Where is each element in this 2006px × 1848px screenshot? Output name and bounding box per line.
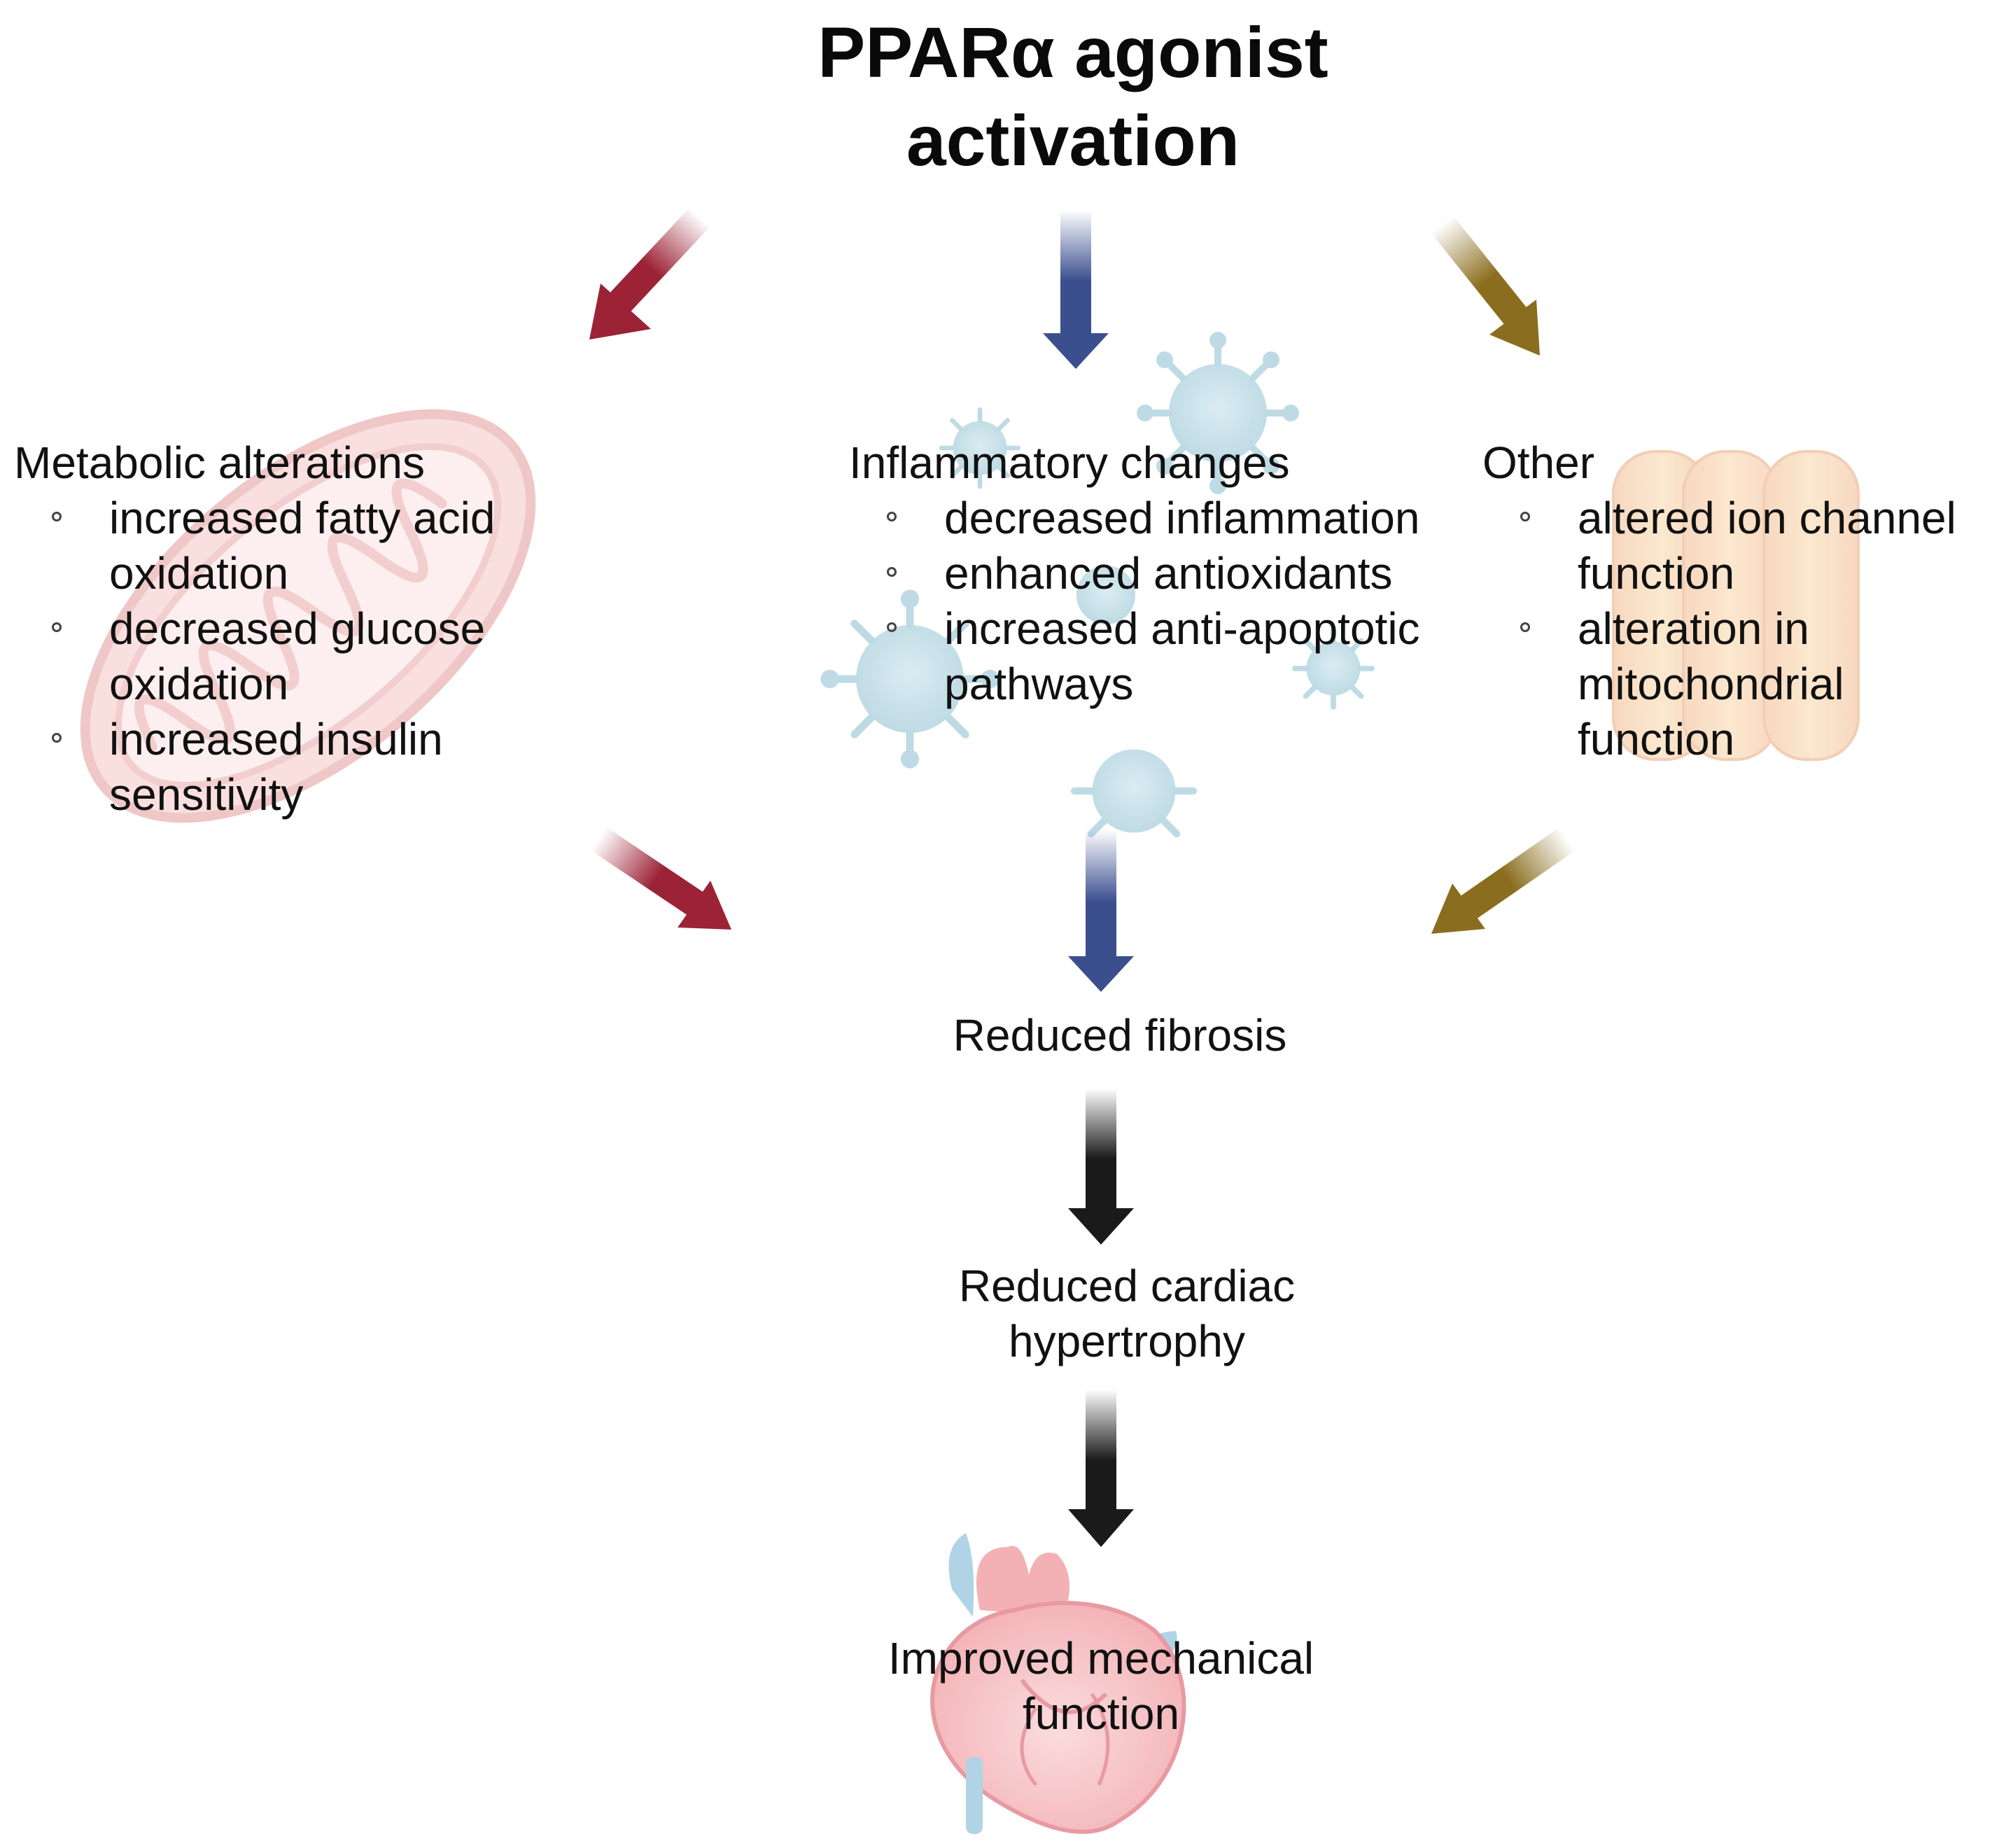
arrow-to-metabolic	[589, 207, 710, 340]
branch-inflammatory: Inflammatory changes decreased inflammat…	[849, 435, 1479, 712]
outcome-label-line-2: function	[1022, 1688, 1180, 1739]
bullet-icon	[887, 567, 897, 577]
list-item-text: decreased glucose oxidation	[109, 603, 486, 709]
outcome-improved-function: Improved mechanical function	[821, 1631, 1381, 1742]
bullet-icon	[52, 512, 62, 522]
list-item-text: increased insulin sensitivity	[109, 714, 443, 820]
arrow-inflammatory-to-fibrosis	[1068, 830, 1134, 992]
branch-heading: Metabolic alterations	[14, 438, 425, 488]
arrow-other-to-fibrosis	[1431, 827, 1576, 934]
list-item: enhanced antioxidants	[849, 546, 1479, 601]
list-item: decreased inflammation	[849, 491, 1479, 546]
branch-list: decreased inflammation enhanced antioxid…	[849, 491, 1479, 712]
list-item: alteration in mitochondrial function	[1482, 601, 2000, 767]
arrow-metabolic-to-fibrosis	[590, 827, 731, 930]
list-item: increased fatty acid oxidation	[14, 491, 644, 601]
outcome-label: Reduced fibrosis	[953, 1010, 1287, 1060]
title-line-2: activation	[906, 101, 1240, 181]
list-item: decreased glucose oxidation	[14, 601, 644, 712]
outcome-label-line-1: Reduced cardiac	[958, 1261, 1296, 1311]
arrow-to-other	[1431, 215, 1540, 356]
ion-channel-icon	[1612, 450, 1860, 761]
bullet-icon	[887, 512, 897, 522]
bullet-icon	[1520, 622, 1530, 632]
list-item: altered ion channel function	[1482, 491, 2000, 601]
outcome-reduced-fibrosis: Reduced fibrosis	[840, 1008, 1400, 1063]
list-item-text: increased anti-apoptotic pathways	[944, 603, 1420, 709]
outcome-reduced-hypertrophy: Reduced cardiac hypertrophy	[847, 1259, 1407, 1369]
list-item-text: enhanced antioxidants	[944, 548, 1393, 598]
branch-heading: Other	[1482, 438, 1595, 488]
bullet-icon	[52, 622, 62, 632]
heart-icon	[930, 1533, 1186, 1834]
arrow-hypertrophy-to-function	[1068, 1390, 1134, 1547]
outcome-label-line-1: Improved mechanical	[888, 1633, 1314, 1684]
arrow-fibrosis-to-hypertrophy	[1068, 1088, 1134, 1245]
list-item-text: decreased inflammation	[944, 493, 1420, 543]
bullet-icon	[52, 733, 62, 743]
branch-other: Other altered ion channel function alter…	[1482, 435, 2000, 767]
branch-metabolic: Metabolic alterations increased fatty ac…	[14, 435, 644, 822]
mitochondrion-icon	[80, 409, 536, 823]
branch-list: increased fatty acid oxidation decreased…	[14, 491, 644, 822]
branch-list: altered ion channel function alteration …	[1482, 491, 2000, 767]
title-line-1: PPARα agonist	[818, 13, 1328, 92]
branch-heading: Inflammatory changes	[849, 438, 1290, 488]
list-item-text: alteration in mitochondrial function	[1578, 603, 1844, 764]
arrow-to-inflammatory	[1043, 210, 1109, 369]
list-item-text: increased fatty acid oxidation	[109, 493, 496, 598]
outcome-label-line-2: hypertrophy	[1009, 1316, 1245, 1366]
diagram-title: PPARα agonist activation	[758, 8, 1388, 185]
bullet-icon	[887, 622, 897, 632]
bullet-icon	[1520, 512, 1530, 522]
list-item-text: altered ion channel function	[1578, 493, 1956, 598]
list-item: increased anti-apoptotic pathways	[849, 601, 1479, 712]
virus-icon	[820, 332, 1375, 838]
list-item: increased insulin sensitivity	[14, 712, 644, 822]
